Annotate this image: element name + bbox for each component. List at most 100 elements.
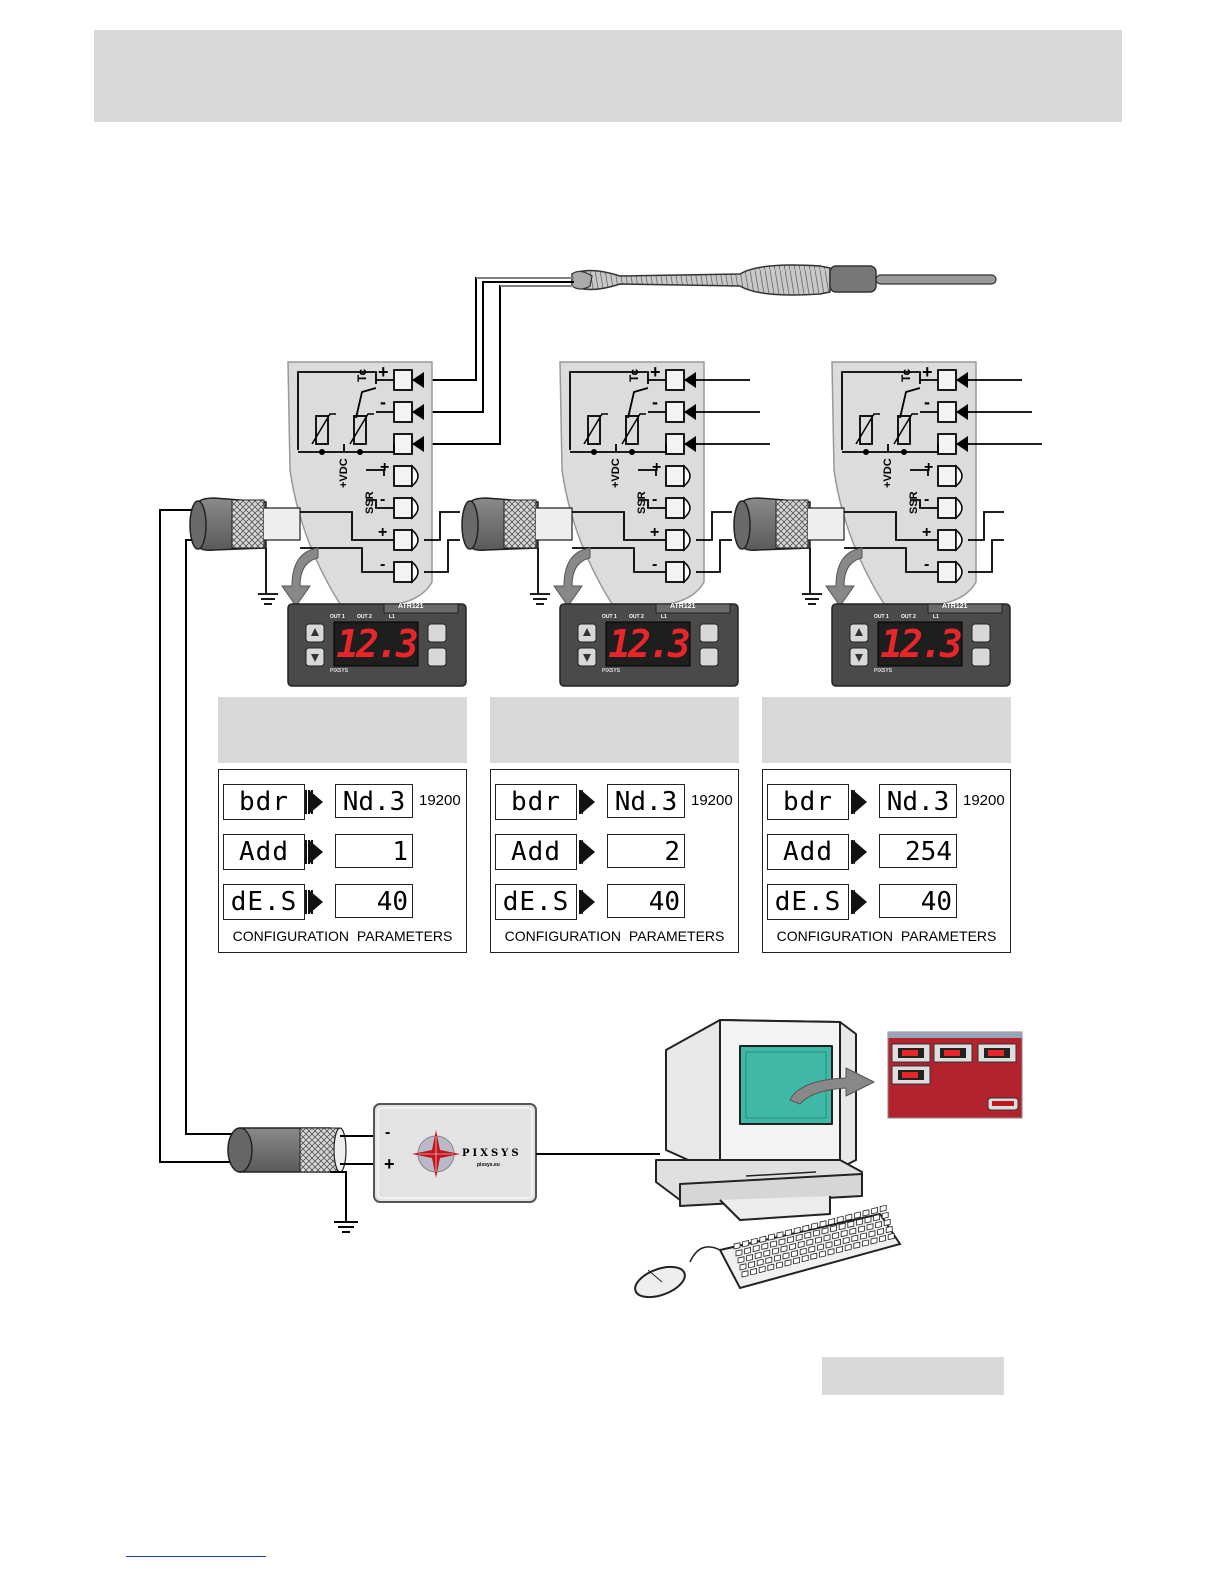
terminal-7 bbox=[665, 561, 685, 583]
param-code-add: Add bbox=[767, 834, 849, 870]
terminal-1 bbox=[665, 369, 685, 391]
param-arrow bbox=[853, 790, 867, 814]
terminal-minus-label: - bbox=[652, 392, 658, 412]
shielded-cable bbox=[733, 497, 870, 605]
param-value-add: 254 bbox=[879, 834, 957, 868]
panel-button-3[interactable] bbox=[699, 623, 719, 643]
terminal-1 bbox=[937, 369, 957, 391]
display-value: 12.3 bbox=[608, 622, 691, 666]
bus-minus-label: - bbox=[924, 556, 930, 573]
param-value-des: 40 bbox=[607, 884, 685, 918]
bus-minus-label: - bbox=[380, 556, 386, 573]
terminal-3 bbox=[665, 433, 685, 455]
terminal-7 bbox=[937, 561, 957, 583]
param-value-bdr: Nd.3 bbox=[879, 784, 957, 818]
terminal-7 bbox=[393, 561, 413, 583]
param-value-des: 40 bbox=[335, 884, 413, 918]
vdc-label: +VDC bbox=[610, 458, 622, 488]
bus-minus-label: - bbox=[652, 556, 658, 573]
terminal-plus-label: + bbox=[922, 362, 933, 382]
param-arrow bbox=[581, 840, 595, 864]
panel-brand: PIXSYS bbox=[874, 668, 893, 674]
param-code-add: Add bbox=[223, 834, 305, 870]
led-label: L1 bbox=[389, 614, 395, 620]
panel-brand: PIXSYS bbox=[330, 668, 349, 674]
terminal-2 bbox=[393, 401, 413, 423]
led-label: OUT 1 bbox=[330, 614, 345, 620]
led-label: L1 bbox=[661, 614, 667, 620]
param-value-add: 2 bbox=[607, 834, 685, 868]
footer-gray-box bbox=[822, 1357, 1004, 1395]
device-caption-box bbox=[218, 697, 467, 763]
config-caption: CONFIGURATION PARAMETERS bbox=[504, 928, 725, 944]
mouse bbox=[634, 1246, 721, 1299]
param-code-des: dE.S bbox=[767, 884, 849, 920]
controller-front-panel bbox=[559, 603, 739, 687]
keyboard bbox=[718, 1204, 902, 1290]
terminal-3 bbox=[937, 433, 957, 455]
param-arrow bbox=[853, 890, 867, 914]
display-value: 12.3 bbox=[336, 622, 419, 666]
device-1 bbox=[189, 361, 467, 687]
device-3 bbox=[733, 361, 1042, 687]
terminal-4 bbox=[393, 465, 413, 487]
display-value: 12.3 bbox=[880, 622, 963, 666]
ssr-minus-label: - bbox=[652, 491, 658, 508]
config-caption: CONFIGURATION PARAMETERS bbox=[232, 928, 453, 944]
terminal-5 bbox=[937, 497, 957, 519]
vdc-plus-label: + bbox=[380, 459, 390, 476]
terminal-4 bbox=[665, 465, 685, 487]
converter-minus-label: - bbox=[385, 1124, 391, 1141]
thermocouple-probe bbox=[571, 264, 997, 296]
device-2 bbox=[461, 361, 770, 687]
param-arrow bbox=[309, 840, 323, 864]
converter-sub: pixsys.eu bbox=[477, 1162, 500, 1168]
panel-button-3[interactable] bbox=[971, 623, 991, 643]
param-code-add: Add bbox=[495, 834, 577, 870]
converter-shield bbox=[227, 1127, 380, 1233]
vdc-plus-label: + bbox=[924, 459, 934, 476]
device-caption-box bbox=[762, 697, 1011, 763]
panel-button-4[interactable] bbox=[699, 647, 719, 667]
baud-rate-note: 19200 bbox=[419, 792, 461, 809]
param-value-bdr: Nd.3 bbox=[607, 784, 685, 818]
controller-front-panel bbox=[831, 603, 1011, 687]
terminal-2 bbox=[937, 401, 957, 423]
param-arrow bbox=[853, 840, 867, 864]
param-code-bdr: bdr bbox=[223, 784, 305, 820]
terminal-plus-label: + bbox=[650, 362, 661, 382]
terminal-3 bbox=[393, 433, 413, 455]
ssr-label: SSR bbox=[364, 491, 376, 514]
vdc-label: +VDC bbox=[338, 458, 350, 488]
terminal-6 bbox=[937, 529, 957, 551]
param-value-bdr: Nd.3 bbox=[335, 784, 413, 818]
terminal-minus-label: - bbox=[380, 392, 386, 412]
param-code-des: dE.S bbox=[495, 884, 577, 920]
baud-rate-note: 19200 bbox=[691, 792, 733, 809]
param-value-add: 1 bbox=[335, 834, 413, 868]
panel-button-4[interactable] bbox=[427, 647, 447, 667]
param-value-des: 40 bbox=[879, 884, 957, 918]
terminal-minus-label: - bbox=[924, 392, 930, 412]
terminal-6 bbox=[393, 529, 413, 551]
led-label: OUT 2 bbox=[357, 614, 372, 620]
tc-label: Tc bbox=[355, 368, 369, 382]
model-label: ATR121 bbox=[942, 603, 968, 610]
terminal-5 bbox=[665, 497, 685, 519]
ssr-minus-label: - bbox=[380, 491, 386, 508]
vdc-plus-label: + bbox=[652, 459, 662, 476]
panel-button-4[interactable] bbox=[971, 647, 991, 667]
param-arrow bbox=[309, 790, 323, 814]
supervision-app-window bbox=[887, 1031, 1023, 1119]
panel-button-3[interactable] bbox=[427, 623, 447, 643]
terminal-5 bbox=[393, 497, 413, 519]
footer-link-underline bbox=[126, 1556, 266, 1557]
header-band bbox=[94, 30, 1122, 122]
converter-plus-label: + bbox=[384, 1154, 395, 1174]
panel-brand: PIXSYS bbox=[602, 668, 621, 674]
led-label: OUT 1 bbox=[602, 614, 617, 620]
bus-plus-label: + bbox=[650, 524, 660, 541]
